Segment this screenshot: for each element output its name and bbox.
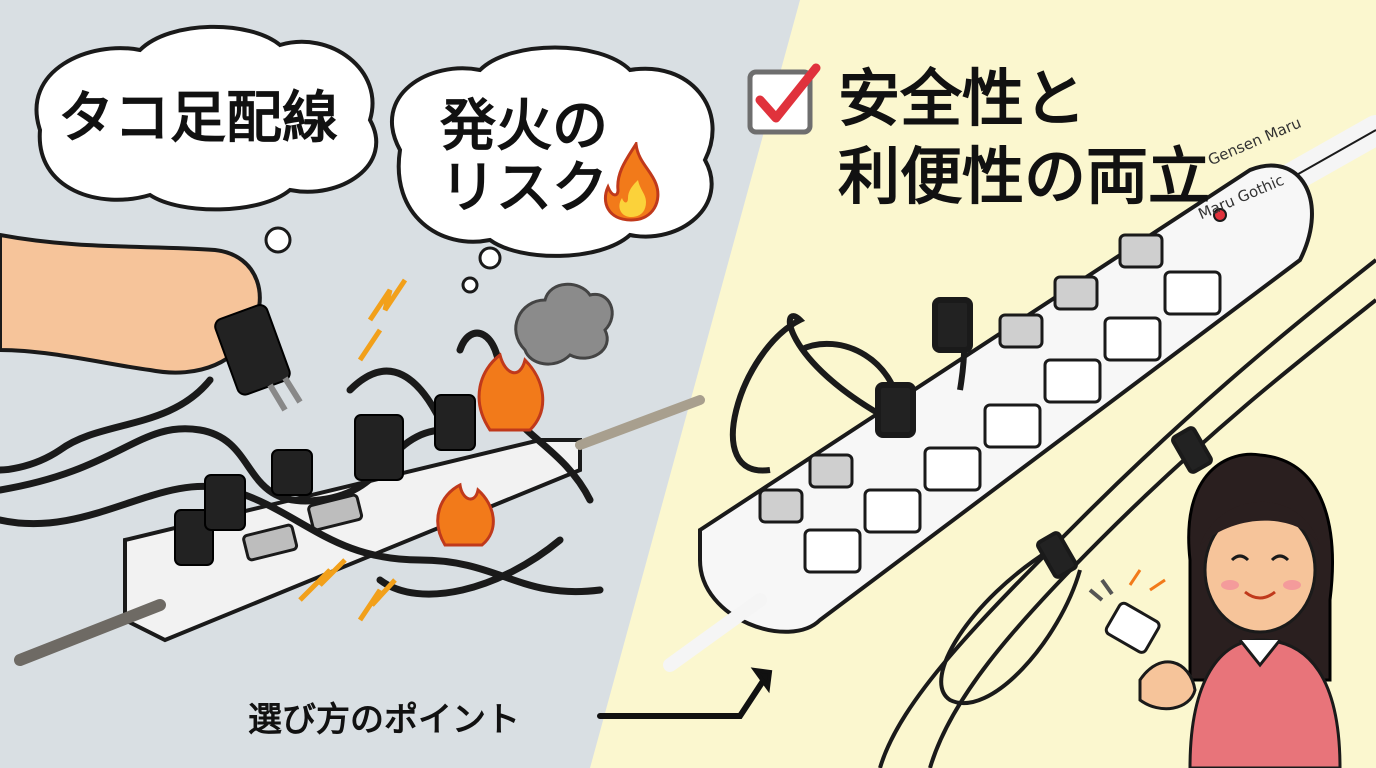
coiled-white-cable (878, 258, 1376, 768)
caption-selection-points: 選び方のポイント (248, 700, 520, 740)
brand-line2: Maru Gothic (1195, 170, 1287, 224)
bundled-cable-loop (730, 297, 973, 474)
bubble-label-risk-line1: 発火の (440, 94, 608, 159)
tidy-power-strip (663, 163, 1314, 672)
headline-line2: 利便性の両立 (838, 140, 1211, 213)
plug-group (174, 394, 476, 566)
flame-cluster (298, 278, 545, 622)
smoke-cloud (514, 282, 614, 366)
headline: 安全性と 利便性の両立 (838, 60, 1210, 216)
checkmark-icon (747, 63, 821, 135)
fire-icon (603, 142, 660, 222)
smiling-woman (1088, 452, 1342, 768)
bubble-label-risk: 発火の リスク (440, 96, 608, 220)
thought-bubble-tako (34, 24, 379, 254)
headline-line1: 安全性と (838, 62, 1087, 135)
bubble-label-risk-line2: リスク (440, 156, 608, 221)
hand-pulling-plug (0, 232, 303, 412)
caption-arrow (597, 667, 773, 719)
bubble-label-tako: タコ足配線 (58, 86, 338, 151)
